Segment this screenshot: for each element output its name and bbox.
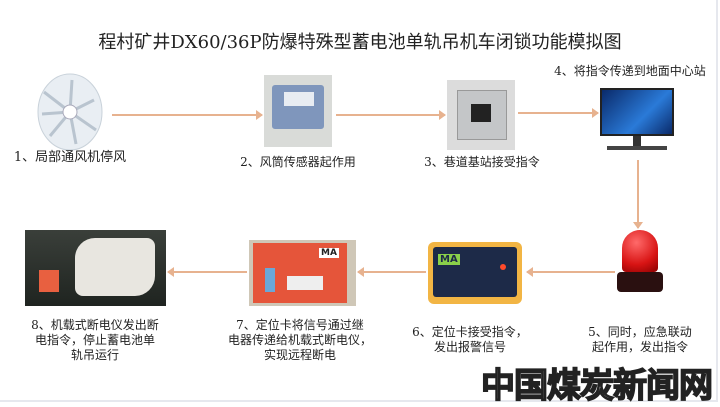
step-1-label: 1、局部通风机停风 bbox=[13, 150, 127, 165]
label-line: 电指令，停止蓄电池单 bbox=[34, 333, 155, 347]
step-6-label: 6、定位卡接受指令，发出报警信号 bbox=[395, 325, 545, 355]
fan-icon bbox=[30, 72, 110, 152]
computer-monitor-icon bbox=[600, 88, 674, 156]
arrow-5-6 bbox=[526, 267, 615, 277]
ma-badge: MA bbox=[438, 254, 460, 265]
power-cutoff-box-icon: MA bbox=[249, 240, 356, 306]
base-station-icon bbox=[447, 80, 515, 150]
label-line: 6、定位卡接受指令， bbox=[412, 325, 528, 339]
arrow-1-2 bbox=[112, 110, 263, 120]
monorail-locomotive-icon bbox=[25, 230, 166, 306]
step-2-label: 2、风筒传感器起作用 bbox=[240, 155, 356, 169]
sensor-icon bbox=[264, 75, 332, 147]
step-5-label: 5、同时，应急联动起作用，发出指令 bbox=[570, 325, 710, 355]
watermark: 中国煤炭新闻网 bbox=[480, 365, 714, 407]
locator-card-icon: MA bbox=[428, 242, 522, 304]
label-line: 8、机载式断电仪发出断 bbox=[31, 318, 159, 332]
step-3-label: 3、巷道基站接受指令 bbox=[424, 155, 540, 169]
page-title: 程村矿井DX60/36P防爆特殊型蓄电池单轨吊机车闭锁功能模拟图 bbox=[98, 32, 622, 53]
arrow-3-4 bbox=[518, 108, 599, 118]
label-line: 7、定位卡将信号通过继 bbox=[236, 318, 364, 332]
ma-badge: MA bbox=[319, 248, 339, 258]
arrow-6-7 bbox=[357, 267, 426, 277]
label-line: 5、同时，应急联动 bbox=[588, 325, 692, 339]
label-line: 起作用，发出指令 bbox=[591, 340, 688, 354]
alarm-light-icon bbox=[617, 230, 663, 294]
step-4-label: 4、将指令传递到地面中心站 bbox=[554, 64, 706, 78]
arrow-2-3 bbox=[336, 110, 446, 120]
arrow-4-5 bbox=[633, 160, 643, 229]
step-8-label: 8、机载式断电仪发出断电指令，停止蓄电池单轨吊运行 bbox=[20, 318, 170, 363]
label-line: 发出报警信号 bbox=[433, 340, 506, 354]
label-line: 轨吊运行 bbox=[70, 348, 119, 362]
step-7-label: 7、定位卡将信号通过继电器传递给机载式断电仪，实现远程断电 bbox=[220, 318, 380, 363]
label-line: 电器传递给机载式断电仪， bbox=[227, 333, 372, 347]
arrow-7-8 bbox=[167, 267, 247, 277]
label-line: 实现远程断电 bbox=[263, 348, 336, 362]
